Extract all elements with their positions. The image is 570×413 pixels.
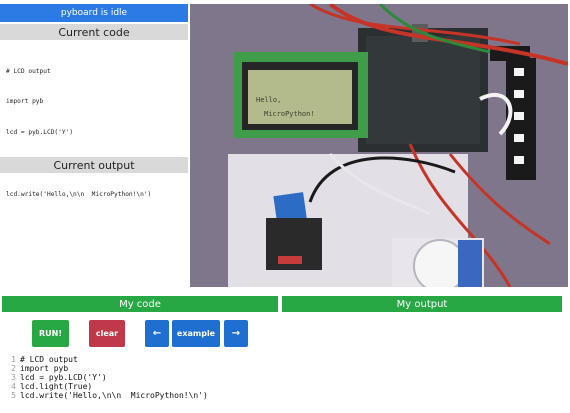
editor-line: 1 # LCD output [4, 355, 304, 364]
code-preview-line: lcd = pyb.LCD('Y') [6, 129, 74, 137]
tab-my-output[interactable]: My output [282, 296, 562, 312]
editor-line: 3 lcd = pyb.LCD('Y') [4, 373, 304, 382]
lcd-line-2: MicroPython! [264, 110, 315, 118]
line-text: import pyb [20, 364, 69, 373]
line-text: # LCD output [20, 355, 78, 364]
example-button[interactable]: example [172, 320, 220, 347]
current-code-preview: # LCD output import pyb lcd = pyb.LCD('Y… [6, 46, 186, 211]
line-number: 2 [11, 364, 16, 373]
line-number: 1 [11, 355, 16, 364]
editor-line: 5 lcd.write('Hello,\n\n MicroPython!\n') [4, 391, 304, 400]
line-number: 3 [11, 373, 16, 382]
line-text: lcd.light(True) [20, 382, 93, 391]
current-code-header: Current code [0, 24, 188, 40]
editor-line: 4 lcd.light(True) [4, 382, 304, 391]
previous-example-button[interactable]: ← [145, 320, 169, 347]
status-bar: pyboard is idle [0, 4, 188, 22]
next-example-button[interactable]: → [224, 320, 248, 347]
line-text: lcd = pyb.LCD('Y') [20, 373, 107, 382]
editor-line: 2 import pyb [4, 364, 304, 373]
current-output-header: Current output [0, 157, 188, 173]
pyboard-photo: Hello, MicroPython! [190, 4, 568, 287]
code-preview-line: lcd.write('Hello,\n\n MicroPython!\n') [6, 191, 152, 199]
code-preview-line: import pyb [6, 98, 44, 106]
clear-button[interactable]: clear [89, 320, 125, 347]
line-text: lcd.write('Hello,\n\n MicroPython!\n') [20, 391, 208, 400]
line-number: 4 [11, 382, 16, 391]
tab-my-code[interactable]: My code [2, 296, 278, 312]
code-editor[interactable]: 1 # LCD output 2 import pyb 3 lcd = pyb.… [4, 355, 304, 400]
code-preview-line: # LCD output [6, 67, 51, 75]
line-number: 5 [11, 391, 16, 400]
run-button[interactable]: RUN! [32, 320, 69, 347]
lcd-line-1: Hello, [256, 96, 281, 104]
camera-feed: Hello, MicroPython! [190, 4, 568, 287]
